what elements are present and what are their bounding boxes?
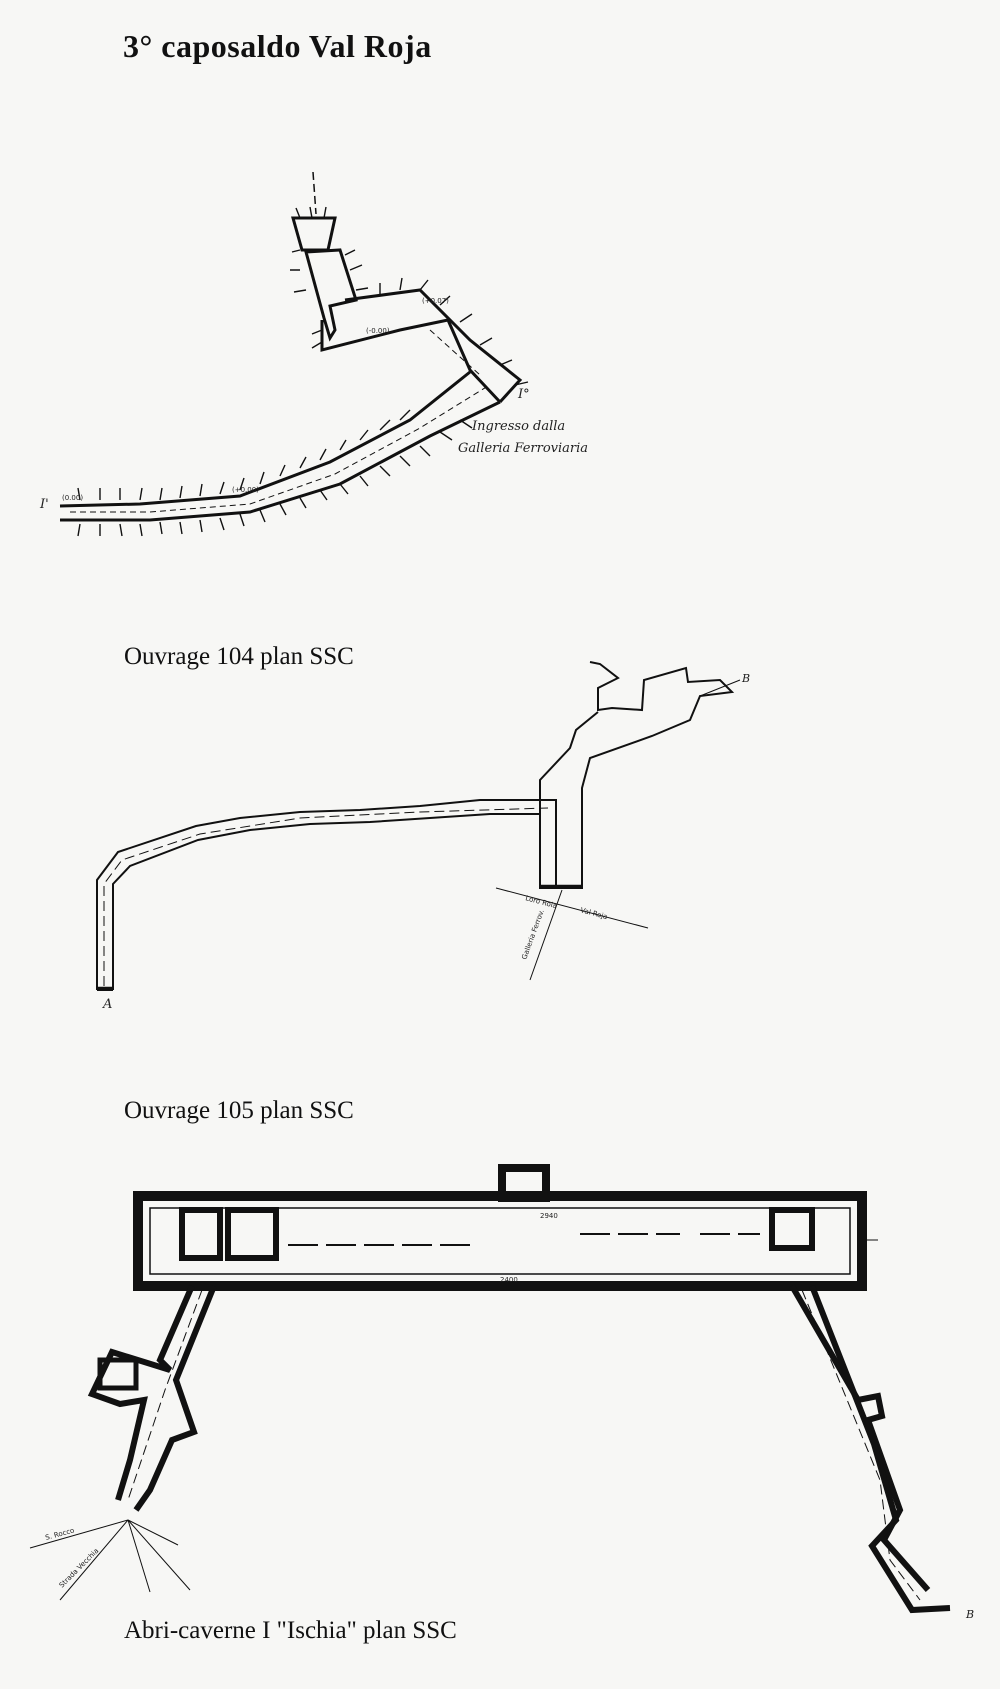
svg-text:(-0.00): (-0.00) [366,327,390,335]
svg-text:Galleria Ferrov.: Galleria Ferrov. [520,908,546,960]
abri-caverne-plan-drawing: 2940 2400 S. Rocco Strada Vecchia B [29,1164,974,1621]
section-left-label: I' [39,497,49,512]
svg-text:(+0.07): (+0.07) [422,297,449,305]
svg-text:(0.00): (0.00) [62,494,83,502]
point-b-label: B [741,672,750,685]
svg-text:2940: 2940 [540,1212,558,1220]
entrance-label-line2: Galleria Ferroviaria [458,441,588,456]
gallery-plan-drawing: I' I° Ingresso dalla Galleria Ferroviari… [39,171,588,537]
caption-abri-caverne: Abri-caverne I "Ischia" plan SSC [124,1617,457,1644]
svg-text:Loro Roia: Loro Roia [524,894,557,910]
svg-text:Val Roja: Val Roja [579,906,608,921]
ouvrage-104-plan-drawing: Loro Roia Val Roja Galleria Ferrov. A B [96,661,750,1012]
svg-text:2400: 2400 [500,1276,518,1284]
caption-ouvrage-104: Ouvrage 104 plan SSC [124,643,354,670]
svg-text:Strada Vecchia: Strada Vecchia [58,1547,101,1590]
caption-ouvrage-105: Ouvrage 105 plan SSC [124,1097,354,1124]
point-a-label: A [102,997,112,1012]
svg-text:(+0.00): (+0.00) [232,486,259,494]
point-b-label-ischia: B [965,1608,974,1621]
entrance-label-line1: Ingresso dalla [471,419,565,434]
page-title: 3° caposaldo Val Roja [123,28,432,64]
section-right-label: I° [517,387,530,402]
